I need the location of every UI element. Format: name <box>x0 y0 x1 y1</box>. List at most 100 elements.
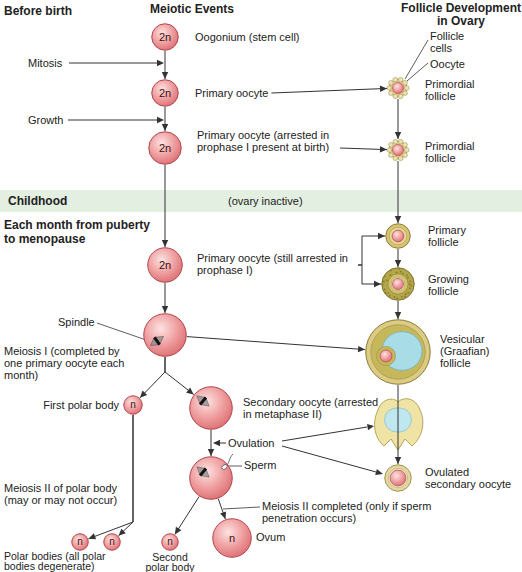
text-label: Follicle Development in Ovary <box>400 2 522 28</box>
cell-dot <box>396 272 398 274</box>
cell-dot <box>394 296 396 298</box>
follicle-shape: Primordial follicle <box>387 139 409 161</box>
cell-circle: n <box>103 533 121 551</box>
shape-part <box>194 392 212 409</box>
cell-membrane <box>190 457 233 500</box>
connector-line <box>340 148 387 150</box>
connector-arrow <box>218 499 226 519</box>
arrow-head <box>157 117 164 123</box>
cell-dot <box>410 285 412 287</box>
pointer-arrow <box>219 443 226 444</box>
granulosa-layer <box>388 274 408 294</box>
follicle-cell <box>403 153 408 158</box>
connector-line <box>398 99 399 139</box>
follicle-cell <box>403 143 408 148</box>
cell-circle: 2nPrimary oocyte <box>151 79 179 107</box>
connector-arrow <box>165 357 194 394</box>
arrow-head <box>220 511 226 519</box>
connector-arrow <box>175 497 199 535</box>
cell-dot <box>405 293 407 295</box>
ruptured-follicle <box>375 399 423 450</box>
follicle-cell <box>389 91 394 96</box>
node-outline <box>189 386 233 430</box>
cell-dot <box>406 274 408 276</box>
follicle-cell <box>398 156 403 161</box>
cell-dot <box>383 281 385 283</box>
arrow-head <box>374 281 381 287</box>
arrow-head <box>378 233 385 239</box>
connector-arrow <box>271 86 387 93</box>
cell-dot <box>385 292 387 294</box>
node-label: Growing follicle <box>428 273 498 297</box>
shape-part <box>221 464 228 471</box>
spindle <box>194 463 212 480</box>
cell-ploidy: n <box>161 533 179 551</box>
connector-line <box>165 107 166 131</box>
connector-line <box>140 357 165 398</box>
pointer-arrow <box>69 63 158 64</box>
connector-arrow <box>395 301 401 319</box>
cell-dot <box>390 274 392 276</box>
cell-circle: 2nPrimary oocyte (still arrested in prop… <box>147 247 183 283</box>
arrow-head <box>88 533 96 539</box>
cell-dot <box>387 292 389 294</box>
node-label: Primary oocyte <box>195 87 268 99</box>
cell-dot <box>398 268 400 270</box>
connector-arrow <box>358 233 385 265</box>
node-label: Primary follicle <box>428 224 498 248</box>
follicle-cell <box>403 81 408 86</box>
shape-part <box>153 336 161 345</box>
arrow-head <box>395 132 401 139</box>
follicle-cell <box>387 86 392 91</box>
node-outline <box>365 319 431 385</box>
node-label: Second polar body <box>140 552 200 572</box>
edge-label: Growth <box>28 114 63 126</box>
node-outline <box>387 139 409 161</box>
leader-line <box>223 507 260 509</box>
corona-radiata <box>385 465 412 492</box>
connector-arrow <box>395 385 401 464</box>
arrow-head <box>395 260 401 267</box>
cell-dot <box>389 295 391 297</box>
cell-ploidy: n <box>103 533 121 551</box>
node-outline <box>143 313 187 357</box>
follicle-cell <box>398 94 403 99</box>
node-outline <box>387 77 409 99</box>
follicle-cell <box>389 81 394 86</box>
connector-arrow <box>358 265 381 287</box>
arrow-head <box>157 60 164 66</box>
cell-dot <box>409 280 411 282</box>
spindle <box>148 333 166 350</box>
follicle-cell <box>404 86 409 91</box>
arrow-head <box>119 529 126 536</box>
arrow-head <box>213 440 220 446</box>
shape-part <box>199 397 207 406</box>
edge-label: Ovulation <box>228 437 274 449</box>
shape-part <box>227 454 233 465</box>
cell-ploidy: 2n <box>148 131 182 165</box>
connector-arrow <box>395 99 401 139</box>
text-label: Before birth <box>4 5 72 17</box>
connector-line <box>187 337 365 350</box>
connector-line <box>218 499 225 519</box>
shape-part <box>199 468 207 477</box>
oocyte <box>390 470 406 486</box>
pointer-arrow <box>282 427 367 441</box>
follicle-cells <box>389 79 407 97</box>
oocyte <box>392 278 403 289</box>
follicle-cells <box>389 141 407 159</box>
arrow-head <box>380 86 387 92</box>
granulosa-layer <box>389 227 407 245</box>
period-band: Childhood(ovary inactive) <box>0 190 522 212</box>
oocyte <box>393 145 404 156</box>
cell-circle: Secondary oocyte (arrested in metaphase … <box>189 386 233 430</box>
text-label: Meiosis II of polar body (may or may not… <box>4 482 122 506</box>
cell-membrane <box>72 534 89 551</box>
node-label: First polar body <box>30 399 119 411</box>
connector-line <box>398 249 399 267</box>
follicle-cell <box>404 148 409 153</box>
arrow-head <box>367 424 374 430</box>
follicle-cell <box>387 148 392 153</box>
node-label: Sperm <box>244 459 276 471</box>
arrow-head <box>380 146 387 152</box>
